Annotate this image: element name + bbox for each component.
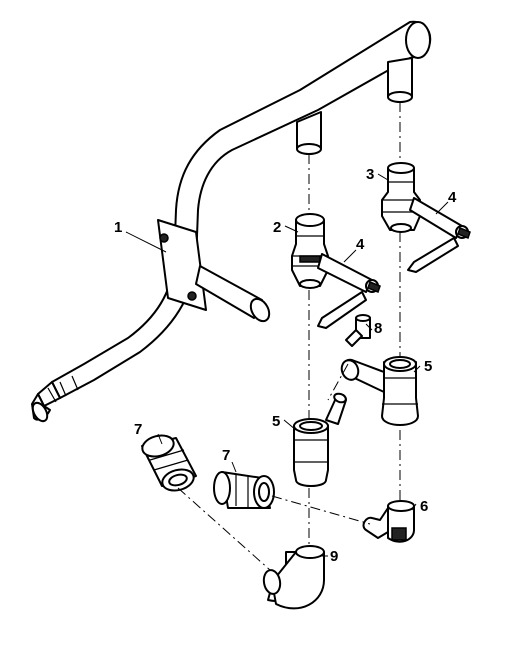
callout-7-left: 7: [134, 421, 142, 438]
valve-handle-left: [317, 253, 381, 329]
callout-8: 8: [374, 320, 382, 337]
callout-4-left: 4: [356, 236, 365, 253]
union-fitting-left: [141, 434, 197, 492]
pipe-elbow: [262, 545, 325, 610]
callout-labels: 1 2 3 4 4 5 5 6 7 7 8 9: [114, 166, 457, 565]
valve-handle-right: [407, 197, 471, 273]
callout-3: 3: [366, 166, 374, 183]
callout-6: 6: [420, 498, 428, 515]
assembly-lines: [177, 102, 401, 571]
ball-valve-right: [381, 162, 421, 233]
mounting-bracket: [157, 219, 271, 323]
callout-7-right: 7: [222, 447, 230, 464]
elbow-fitting: [362, 500, 415, 543]
callout-9: 9: [330, 548, 338, 565]
callout-4-right: 4: [448, 189, 457, 206]
valve-body-right: [340, 356, 419, 426]
callout-1: 1: [114, 219, 122, 236]
valve-body-left: [293, 392, 347, 487]
leader-lines: [125, 173, 449, 557]
callout-5-left: 5: [272, 413, 280, 430]
union-fitting-right: [213, 471, 275, 509]
small-fitting: [345, 314, 371, 347]
callout-5-right: 5: [424, 358, 432, 375]
ball-valve-left: [291, 213, 329, 289]
callout-2: 2: [273, 219, 281, 236]
manifold-pipe: [31, 20, 432, 423]
